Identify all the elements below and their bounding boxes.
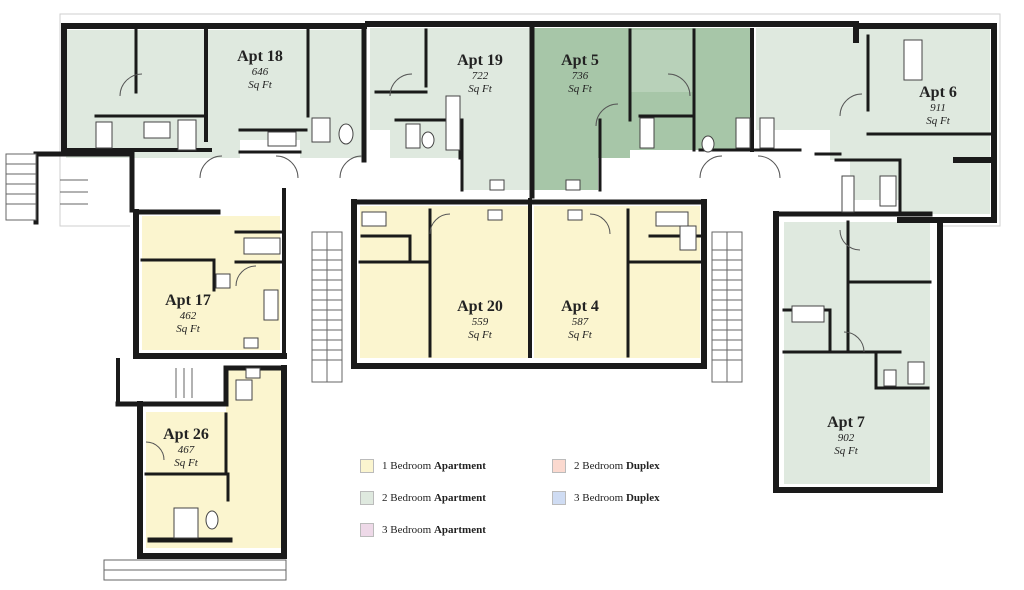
apt-unit: Sq Ft: [176, 323, 200, 335]
apt-area: 722: [471, 70, 489, 82]
apt17-fill: [142, 216, 280, 350]
apt5-room-light: [630, 30, 694, 92]
apt-area: 902: [837, 432, 855, 444]
apt26-fill: [146, 368, 282, 548]
apt-name: Apt 18: [237, 48, 283, 65]
apt-name: Apt 4: [561, 298, 599, 315]
legend-bold: Apartment: [433, 460, 486, 472]
apt-label-apt4[interactable]: Apt 4 587 Sq Ft: [561, 298, 599, 342]
legend-bold: Duplex: [625, 492, 660, 504]
legend-item-2-bed-apartment: 2 Bedroom Apartment: [360, 491, 486, 505]
fixtures: [95, 39, 925, 539]
legend-prefix: 3 Bedroom: [574, 492, 624, 504]
apt-unit: Sq Ft: [248, 79, 272, 91]
legend-item-1-bed-apartment: 1 Bedroom Apartment: [360, 459, 486, 473]
apt18-fill: [66, 30, 362, 158]
apt-unit: Sq Ft: [468, 329, 492, 341]
apt-unit: Sq Ft: [174, 457, 198, 469]
apt-name: Apt 17: [165, 292, 211, 309]
apt-name: Apt 20: [457, 298, 503, 315]
legend-swatch: [552, 459, 566, 473]
apt-name: Apt 6: [919, 84, 957, 101]
apt-label-apt6[interactable]: Apt 6 911 Sq Ft: [919, 84, 957, 128]
legend-item-2-bed-duplex: 2 Bedroom Duplex: [552, 459, 660, 473]
apt-label-apt26[interactable]: Apt 26 467 Sq Ft: [163, 426, 209, 470]
door-swings: [119, 73, 865, 461]
legend-prefix: 2 Bedroom: [574, 460, 624, 472]
apt-label-apt18[interactable]: Apt 18 646 Sq Ft: [237, 48, 283, 92]
apt-area: 559: [471, 316, 489, 328]
legend-prefix: 1 Bedroom: [382, 460, 432, 472]
apt-area: 587: [571, 316, 589, 328]
legend-swatch: [552, 491, 566, 505]
apt6-fill: [756, 28, 990, 214]
legend-item-3-bed-apartment: 3 Bedroom Apartment: [360, 523, 486, 537]
legend-bold: Apartment: [433, 492, 486, 504]
apt-unit: Sq Ft: [468, 83, 492, 95]
apt-name: Apt 19: [457, 52, 503, 69]
apt-label-apt7[interactable]: Apt 7 902 Sq Ft: [827, 414, 865, 458]
legend-bold: Duplex: [625, 460, 660, 472]
apt4-fill: [534, 206, 700, 358]
apt-name: Apt 5: [561, 52, 599, 69]
legend-prefix: 2 Bedroom: [382, 492, 432, 504]
stairs: [5, 153, 743, 581]
apt20-fill: [360, 206, 528, 358]
apt-label-apt19[interactable]: Apt 19 722 Sq Ft: [457, 52, 503, 96]
apt-unit: Sq Ft: [568, 83, 592, 95]
apt-area: 911: [930, 102, 946, 114]
apartment-fills: [66, 28, 990, 548]
apt5-fill: [534, 28, 752, 190]
apt-name: Apt 26: [163, 426, 209, 443]
apt-area: 736: [571, 70, 589, 82]
apt-area: 646: [251, 66, 269, 78]
legend-swatch: [360, 523, 374, 537]
legend-bold: Apartment: [433, 524, 486, 536]
apt-label-apt20[interactable]: Apt 20 559 Sq Ft: [457, 298, 503, 342]
apt-unit: Sq Ft: [926, 115, 950, 127]
apt-area: 467: [177, 444, 195, 456]
apt-label-apt5[interactable]: Apt 5 736 Sq Ft: [561, 52, 599, 96]
legend-swatch: [360, 491, 374, 505]
legend-item-3-bed-duplex: 3 Bedroom Duplex: [552, 491, 660, 505]
legend-prefix: 3 Bedroom: [382, 524, 432, 536]
apt-area: 462: [179, 310, 197, 322]
apt-unit: Sq Ft: [834, 445, 858, 457]
legend-swatch: [360, 459, 374, 473]
apt-name: Apt 7: [827, 414, 865, 431]
apt-unit: Sq Ft: [568, 329, 592, 341]
apt-label-apt17[interactable]: Apt 17 462 Sq Ft: [165, 292, 211, 336]
